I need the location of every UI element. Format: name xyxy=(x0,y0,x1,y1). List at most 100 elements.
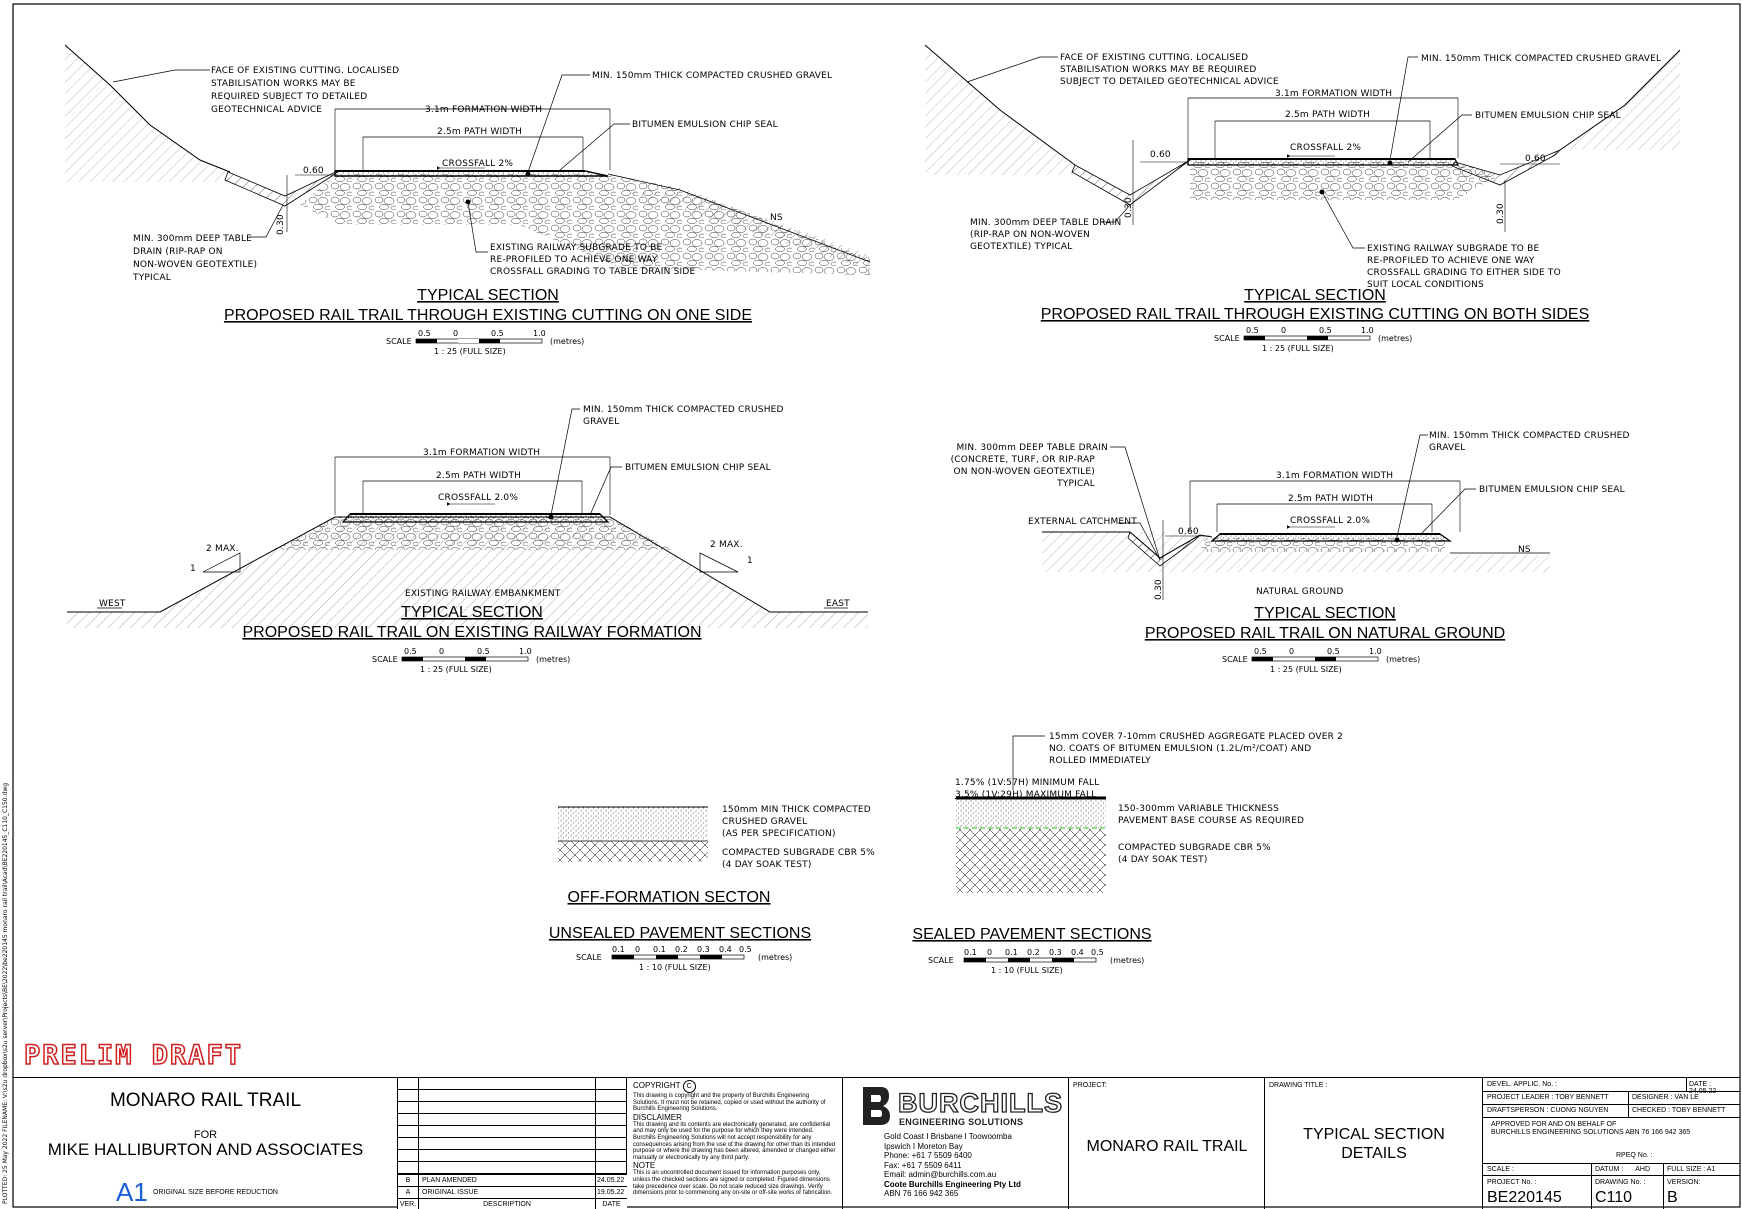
disclaimer-text: This drawing and its contents are electr… xyxy=(633,1121,836,1161)
scale-units: (metres) xyxy=(1110,956,1144,965)
project-name: MONARO RAIL TRAIL xyxy=(109,1090,302,1111)
sheet-size-note: ORIGINAL SIZE BEFORE REDUCTION xyxy=(153,1189,278,1196)
sealed-fall-min: 1.75% (1V:57H) MINIMUM FALL xyxy=(955,778,1099,788)
scale-tick: 0.5 xyxy=(1319,326,1332,335)
s2-dim-path: 2.5m PATH WIDTH xyxy=(1285,110,1370,120)
s1-note-drain-4: TYPICAL xyxy=(132,273,171,283)
s1-note-subgrade-3: CROSSFALL GRADING TO TABLE DRAIN SIDE xyxy=(490,267,695,277)
drawing-title-2: DETAILS xyxy=(1341,1145,1407,1162)
project-value: MONARO RAIL TRAIL xyxy=(1086,1138,1248,1155)
scale-bar-unsealed: SCALE 0.1 0 0.1 0.2 0.3 0.4 0.5 1 : 10 (… xyxy=(576,945,792,972)
company-line: Gold Coast I Brisbane I Toowoomba xyxy=(884,1132,1012,1141)
s4-note-drain-4: TYPICAL xyxy=(1056,479,1095,489)
rev-ver: B xyxy=(405,1177,411,1184)
scale-label: SCALE xyxy=(1222,655,1248,664)
s2-subtitle: PROPOSED RAIL TRAIL THROUGH EXISTING CUT… xyxy=(1041,306,1590,323)
scale-bar-s3: SCALE 0.5 0 0.5 1.0 1 : 25 (FULL SIZE) (… xyxy=(372,647,570,674)
sealed-note-3: ROLLED IMMEDIATELY xyxy=(1049,756,1151,766)
rev-header-date: DATE xyxy=(602,1201,621,1208)
sealed-note-1: 15mm COVER 7-10mm CRUSHED AGGREGATE PLAC… xyxy=(1049,732,1343,742)
scale-tick: 0.2 xyxy=(675,945,688,954)
s1-note-drain-1: MIN. 300mm DEEP TABLE xyxy=(133,234,252,244)
sealed-note-6: COMPACTED SUBGRADE CBR 5% xyxy=(1118,843,1271,853)
scale-tick: 0.4 xyxy=(1071,948,1084,957)
unsealed-note-1: 150mm MIN THICK COMPACTED xyxy=(722,805,871,815)
scale-bar-s2: SCALE 0.5 0 0.5 1.0 1 : 25 (FULL SIZE) (… xyxy=(1214,326,1412,353)
scale-tick: 0 xyxy=(987,948,992,957)
scale-units: (metres) xyxy=(536,655,570,664)
project-panel: MONARO RAIL TRAIL FOR MIKE HALLIBURTON A… xyxy=(13,1078,398,1209)
copyright-icon: C xyxy=(682,1080,696,1093)
s3-slope-one-left: 1 xyxy=(190,564,196,574)
scale-tick: 0.1 xyxy=(1005,948,1018,957)
s1-note-gravel: MIN. 150mm THICK COMPACTED CRUSHED GRAVE… xyxy=(592,71,832,81)
s3-embankment-label: EXISTING RAILWAY EMBANKMENT xyxy=(405,589,561,599)
s3-note-gravel-2: GRAVEL xyxy=(583,417,620,427)
datum-label: DATUM : xyxy=(1595,1166,1624,1173)
logo-wordmark: BURCHILLS xyxy=(897,1087,1063,1118)
scale-tick: 0.5 xyxy=(1246,326,1259,335)
checked-by: CHECKED : TOBY BENNETT xyxy=(1632,1107,1726,1114)
scale-label: SCALE xyxy=(928,956,954,965)
scale-bar-sealed: SCALE 0.1 0 0.1 0.2 0.3 0.4 0.5 1 : 10 (… xyxy=(928,948,1144,975)
s4-dim-formation: 3.1m FORMATION WIDTH xyxy=(1276,471,1393,481)
copyright-heading: COPYRIGHT xyxy=(633,1081,681,1090)
sealed-fall-max: 3.5% (1V:29H) MAXIMUM FALL xyxy=(955,790,1096,800)
sealed-note-2: NO. COATS OF BITUMEN EMULSION (1.2L/m²/C… xyxy=(1049,744,1311,754)
approval-text: APPROVED FOR AND ON BEHALF OF BURCHILLS … xyxy=(1491,1121,1690,1137)
rev-date: 24.05.22 xyxy=(597,1177,625,1184)
drawing-title-1: TYPICAL SECTION xyxy=(1303,1126,1445,1143)
company-line: Fax: +61 7 5509 6411 xyxy=(884,1160,962,1170)
s3-note-gravel-1: MIN. 150mm THICK COMPACTED CRUSHED xyxy=(583,405,784,415)
s1-note-drain-3: NON-WOVEN GEOTEXTILE) xyxy=(133,260,257,270)
s2-note-drain-3: GEOTEXTILE) TYPICAL xyxy=(970,242,1073,252)
s2-dim-060-right: 0.60 xyxy=(1525,154,1546,164)
unsealed-title: UNSEALED PAVEMENT SECTIONS xyxy=(549,925,811,942)
s1-note-face-1: FACE OF EXISTING CUTTING. LOCALISED xyxy=(211,66,399,76)
scale-field-label: SCALE : xyxy=(1487,1166,1514,1173)
scale-tick: 1.0 xyxy=(533,329,546,338)
scale-tick: 0.5 xyxy=(1327,647,1340,656)
s3-slope-max-left: 2 MAX. xyxy=(206,544,239,554)
s1-dim-060: 0.60 xyxy=(303,166,324,176)
sealed-note-7: (4 DAY SOAK TEST) xyxy=(1118,855,1208,865)
s2-crossfall: CROSSFALL 2% xyxy=(1290,143,1361,153)
sealed-note-5: PAVEMENT BASE COURSE AS REQUIRED xyxy=(1118,816,1304,826)
scale-tick: 0.5 xyxy=(1091,948,1104,957)
company-line: Phone: +61 7 5509 6400 xyxy=(884,1151,972,1160)
rev-header-ver: VER. xyxy=(399,1201,417,1208)
company-line: Ipswich I Moreton Bay xyxy=(884,1141,963,1151)
s4-note-drain-1: MIN. 300mm DEEP TABLE DRAIN xyxy=(957,443,1109,453)
scale-tick: 0.1 xyxy=(653,945,666,954)
project-leader: PROJECT LEADER : TOBY BENNETT xyxy=(1487,1094,1609,1101)
s3-slope-max-right: 2 MAX. xyxy=(710,540,743,550)
s2-note-gravel: MIN. 150mm THICK COMPACTED CRUSHED GRAVE… xyxy=(1421,54,1661,64)
rev-ver: A xyxy=(405,1189,411,1196)
approval-line-1: APPROVED FOR AND ON BEHALF OF xyxy=(1491,1121,1617,1128)
scale-tick: 0.5 xyxy=(1254,647,1267,656)
s2-note-seal: BITUMEN EMULSION CHIP SEAL xyxy=(1475,111,1621,121)
scale-tick: 0 xyxy=(453,329,458,338)
sheet-border xyxy=(12,3,1741,1208)
scale-tick: 0.5 xyxy=(477,647,490,656)
scale-ratio: 1 : 10 (FULL SIZE) xyxy=(991,966,1063,975)
s3-note-seal: BITUMEN EMULSION CHIP SEAL xyxy=(625,463,771,473)
s1-title: TYPICAL SECTION xyxy=(417,287,559,304)
draftsperson: DRAFTSPERSON : CUONG NGUYEN xyxy=(1487,1107,1609,1114)
s3-west-label: WEST xyxy=(99,599,126,609)
datum-value: AHD xyxy=(1635,1166,1650,1173)
s2-note-subgrade-4: SUIT LOCAL CONDITIONS xyxy=(1367,280,1484,290)
s3-slope-one-right: 1 xyxy=(747,556,753,566)
scale-tick: 0.3 xyxy=(697,945,710,954)
rev-date: 19.05.22 xyxy=(597,1189,625,1196)
s2-note-subgrade-2: RE-PROFILED TO ACHIEVE ONE WAY xyxy=(1367,256,1535,266)
s4-dim-path: 2.5m PATH WIDTH xyxy=(1288,494,1373,504)
section-railway-formation: MIN. 150mm THICK COMPACTED CRUSHED GRAVE… xyxy=(67,405,868,641)
s4-ns-label: NS xyxy=(1518,545,1531,555)
unsealed-note-2: CRUSHED GRAVEL xyxy=(722,817,807,827)
s1-crossfall: CROSSFALL 2% xyxy=(442,159,513,169)
prelim-draft-stamp: PRELIM DRAFT xyxy=(23,1039,244,1072)
s1-note-face-4: GEOTECHNICAL ADVICE xyxy=(211,105,322,115)
company-line: Email: admin@burchills.com.au xyxy=(884,1170,997,1179)
